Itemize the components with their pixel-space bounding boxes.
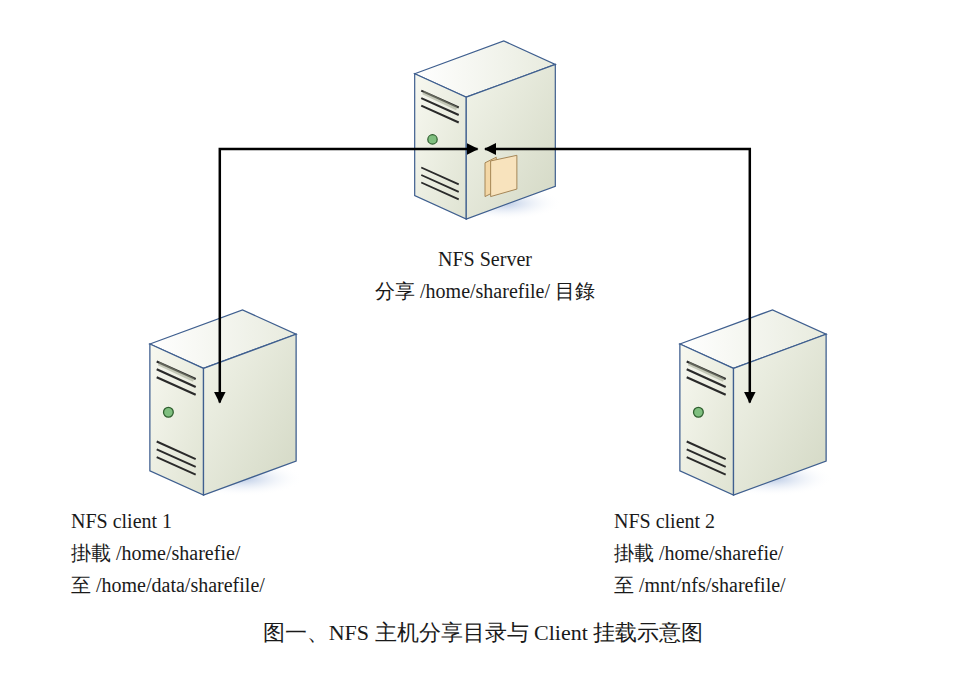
- node-detail: 掛載 /home/sharefie/: [614, 537, 942, 569]
- server-icon: [673, 305, 833, 500]
- server-icon: [143, 305, 303, 500]
- node-label-group: NFS Server分享 /home/sharefile/ 目錄: [320, 243, 650, 307]
- server-tower: [150, 310, 303, 496]
- node-detail: 至 /mnt/nfs/sharefile/: [614, 569, 942, 601]
- node-detail: 掛載 /home/sharefie/: [71, 537, 399, 569]
- server-tower: [415, 41, 560, 220]
- node-label-group: NFS client 1掛載 /home/sharefie/至 /home/da…: [71, 505, 399, 601]
- node-detail: 分享 /home/sharefile/ 目錄: [320, 275, 650, 307]
- server-node: NFS client 1掛載 /home/sharefie/至 /home/da…: [65, 305, 399, 601]
- server-icon: [410, 35, 560, 225]
- figure-caption: 图一、NFS 主机分享目录与 Client 挂载示意图: [0, 618, 966, 648]
- node-title: NFS client 1: [71, 505, 399, 537]
- shared-folder: [485, 155, 517, 196]
- node-detail: 至 /home/data/sharefile/: [71, 569, 399, 601]
- server-node: NFS client 2掛載 /home/sharefie/至 /mnt/nfs…: [608, 305, 942, 601]
- node-label-group: NFS client 2掛載 /home/sharefie/至 /mnt/nfs…: [614, 505, 942, 601]
- node-title: NFS Server: [320, 243, 650, 275]
- server-node: NFS Server分享 /home/sharefile/ 目錄: [320, 35, 650, 307]
- node-title: NFS client 2: [614, 505, 942, 537]
- server-tower: [680, 310, 833, 496]
